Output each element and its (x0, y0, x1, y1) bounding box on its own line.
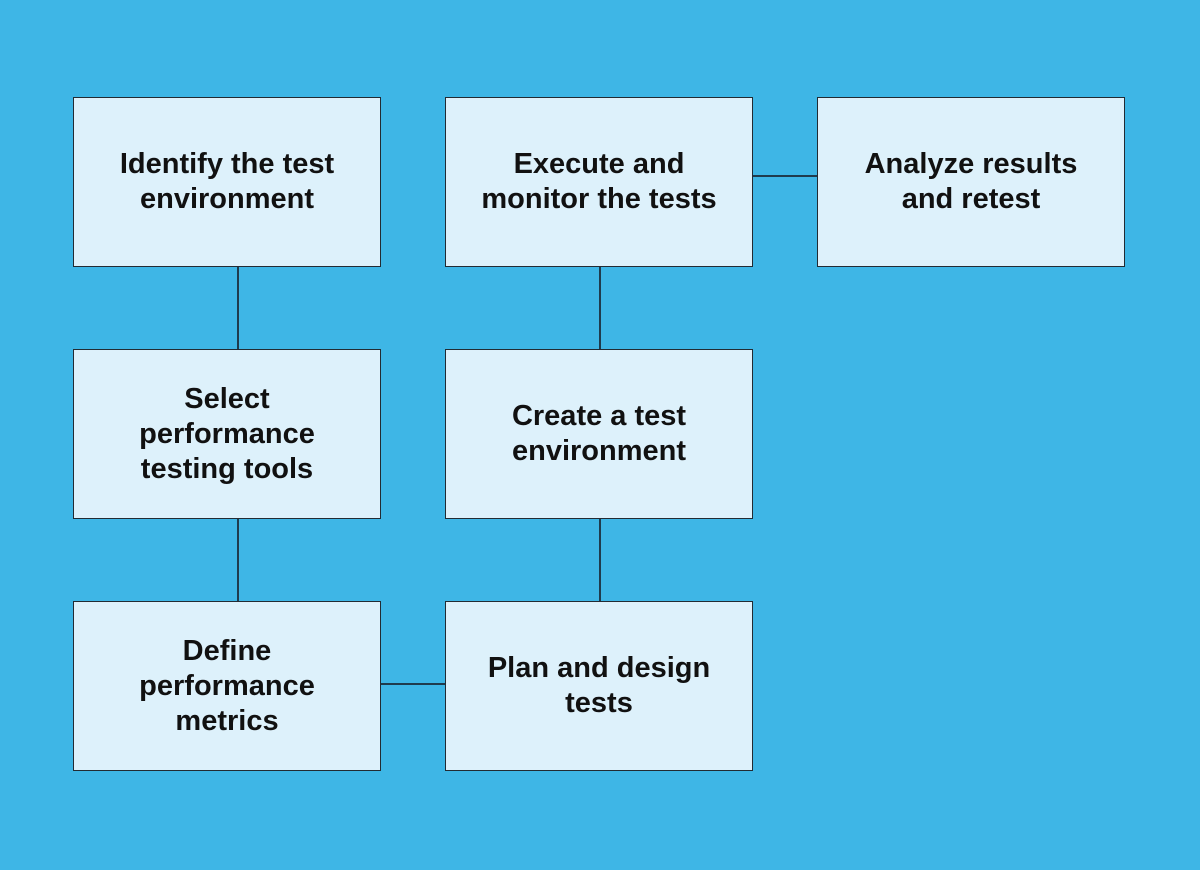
step-create-test-environment: Create a test environment (445, 349, 753, 519)
step-execute-monitor-tests: Execute and monitor the tests (445, 97, 753, 267)
connector-select-to-define (237, 519, 239, 601)
step-identify-test-environment: Identify the test environment (73, 97, 381, 267)
step-label: Analyze results and retest (864, 148, 1078, 215)
step-select-testing-tools: Select performance testing tools (73, 349, 381, 519)
step-label: Identify the test environment (119, 148, 335, 215)
step-label: Create a test environment (511, 400, 687, 467)
step-analyze-results-retest: Analyze results and retest (817, 97, 1125, 267)
connector-create-to-execute (599, 267, 601, 349)
connector-identify-to-select (237, 267, 239, 349)
step-label: Select performance testing tools (139, 382, 315, 485)
step-label: Define performance metrics (139, 634, 315, 737)
connector-define-to-plan (381, 683, 445, 685)
step-label: Execute and monitor the tests (481, 148, 717, 215)
connector-plan-to-create (599, 519, 601, 601)
step-define-metrics: Define performance metrics (73, 601, 381, 771)
step-plan-design-tests: Plan and design tests (445, 601, 753, 771)
step-label: Plan and design tests (487, 652, 711, 719)
connector-execute-to-analyze (753, 175, 817, 177)
